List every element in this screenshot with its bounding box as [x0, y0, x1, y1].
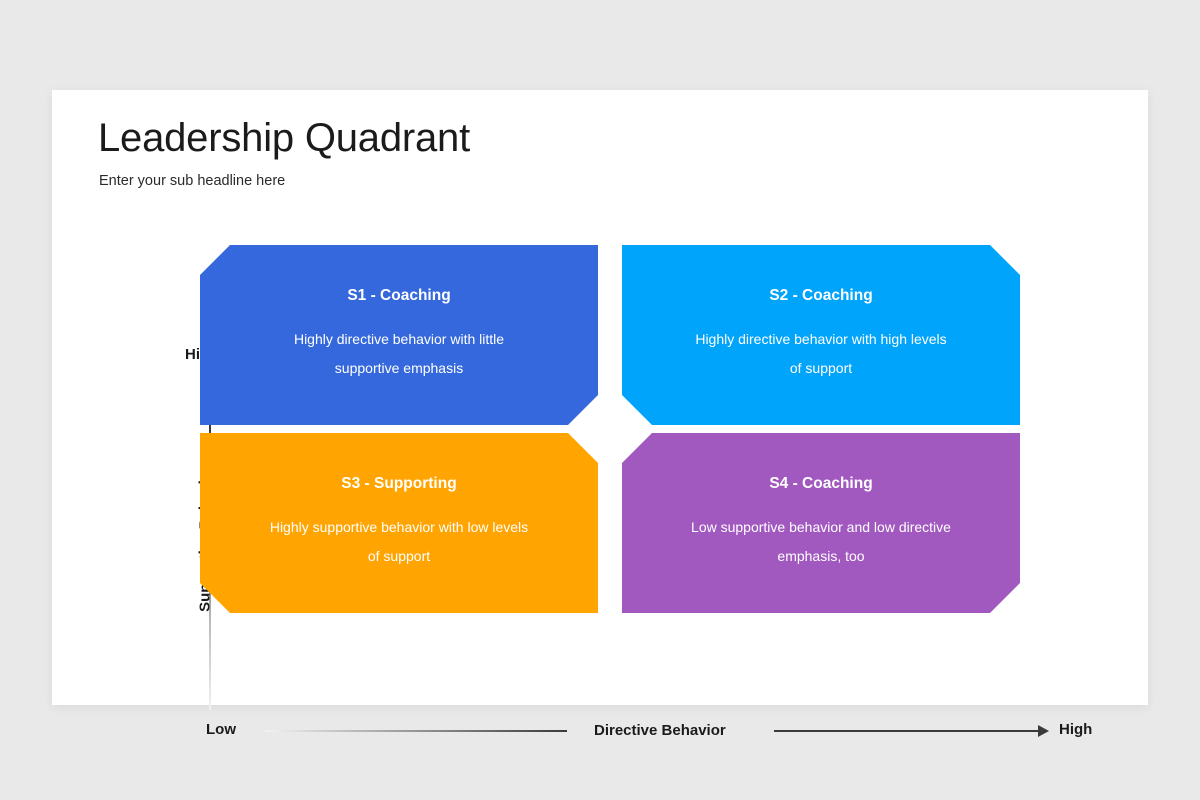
x-axis-line-right	[774, 730, 1039, 732]
x-axis-line-left	[265, 730, 567, 732]
quadrant-s4-description: Low supportive behavior and low directiv…	[691, 519, 951, 564]
quadrant-s2[interactable]: S2 - Coaching Highly directive behavior …	[622, 245, 1020, 425]
quadrant-s1[interactable]: S1 - Coaching Highly directive behavior …	[200, 245, 598, 425]
quadrant-s3[interactable]: S3 - Supporting Highly supportive behavi…	[200, 433, 598, 613]
quadrant-s4-title: S4 - Coaching	[769, 475, 873, 492]
x-axis-high-label: High	[1059, 721, 1093, 738]
page-title: Leadership Quadrant	[98, 116, 471, 160]
page-subtitle: Enter your sub headline here	[99, 173, 286, 189]
arrow-right-icon	[1038, 725, 1049, 737]
quadrant-s1-description: Highly directive behavior with little su…	[293, 331, 505, 376]
x-axis-low-label: Low	[206, 721, 236, 738]
slide-canvas: Leadership Quadrant Enter your sub headl…	[52, 90, 1148, 739]
quadrant-s3-description: Highly supportive behavior with low leve…	[269, 519, 529, 564]
quadrant-s2-description: Highly directive behavior with high leve…	[695, 331, 947, 376]
quadrant-matrix: S1 - Coaching Highly directive behavior …	[200, 245, 1020, 620]
quadrant-s4[interactable]: S4 - Coaching Low supportive behavior an…	[622, 433, 1020, 613]
quadrant-s2-title: S2 - Coaching	[769, 287, 873, 304]
x-axis-label: Directive Behavior	[594, 722, 726, 739]
quadrant-s1-title: S1 - Coaching	[347, 287, 451, 304]
quadrant-s3-title: S3 - Supporting	[341, 475, 457, 492]
